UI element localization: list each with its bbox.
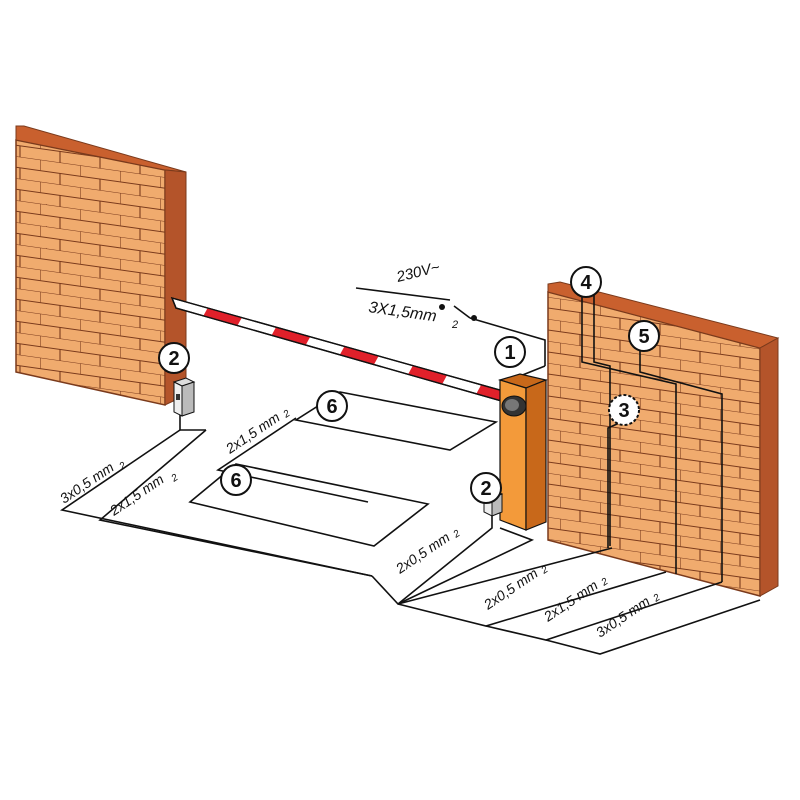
power-cable-sup: 2	[451, 319, 458, 331]
induction-loop-1	[293, 391, 499, 451]
cable-label-right-2x05: 2x0,5 mm 2	[480, 564, 551, 613]
cable-label-mid-2x05: 2x0,5 mm 2	[392, 528, 463, 577]
callout-4-label: 4	[580, 272, 592, 294]
callout-5-label: 5	[638, 326, 649, 348]
barrier-cabinet-icon	[497, 373, 549, 531]
callout-6-top: 6	[316, 390, 348, 422]
cable-label-left-2x15: 2x1,5 mm 2	[106, 471, 181, 519]
cable-right-2x15-text: 2x1,5 mm	[540, 577, 601, 625]
cable-right-3x05-text: 3x0,5 mm	[593, 593, 653, 641]
callout-2-left-label: 2	[168, 348, 179, 370]
cable-left-2x15-sup: 2	[169, 472, 181, 485]
callout-1: 1	[494, 336, 526, 368]
callout-3-label: 3	[618, 400, 629, 422]
callout-4: 4	[570, 266, 602, 298]
cable-mid-2x05-text: 2x0,5 mm	[392, 529, 453, 577]
callout-2-left: 2	[158, 342, 190, 374]
callout-5: 5	[628, 320, 660, 352]
cable-right-2x05-text: 2x0,5 mm	[480, 565, 541, 613]
boom-arm	[170, 296, 515, 405]
cable-right-2x15-sup: 2	[599, 576, 611, 589]
power-cable-text: 3X1,5mm	[367, 299, 437, 325]
cable-mid-2x05-sup: 2	[451, 528, 463, 541]
power-voltage-text: 230V~	[394, 259, 442, 286]
callout-6-top-label: 6	[326, 396, 337, 418]
photocell-post-icon	[172, 377, 196, 417]
callout-6-bottom-label: 6	[230, 470, 241, 492]
callout-3: 3	[608, 394, 640, 426]
induction-loop-2	[188, 463, 430, 547]
ground-cable-routes	[59, 287, 761, 655]
callout-1-label: 1	[504, 342, 515, 364]
cable-label-right-2x15: 2x1,5 mm 2	[540, 576, 611, 625]
cable-label-right-3x05: 3x0,5 mm 2	[593, 592, 663, 640]
cable-left-3x05-text: 3x0,5 mm	[57, 459, 117, 507]
cable-left-2x15-text: 2x1,5 mm	[106, 471, 167, 519]
callout-2-right-label: 2	[480, 478, 491, 500]
cable-right-2x05-sup: 2	[539, 564, 551, 577]
right-brick-wall	[547, 281, 780, 597]
callout-6-bottom: 6	[220, 464, 252, 496]
cable-right-3x05-sup: 2	[651, 592, 663, 605]
cable-loop-2x15-sup: 2	[281, 408, 293, 421]
cable-label-loop-2x15: 2x1,5 mm 2	[222, 408, 293, 457]
callout-2-right: 2	[470, 472, 502, 504]
cable-left-3x05-sup: 2	[117, 460, 129, 473]
